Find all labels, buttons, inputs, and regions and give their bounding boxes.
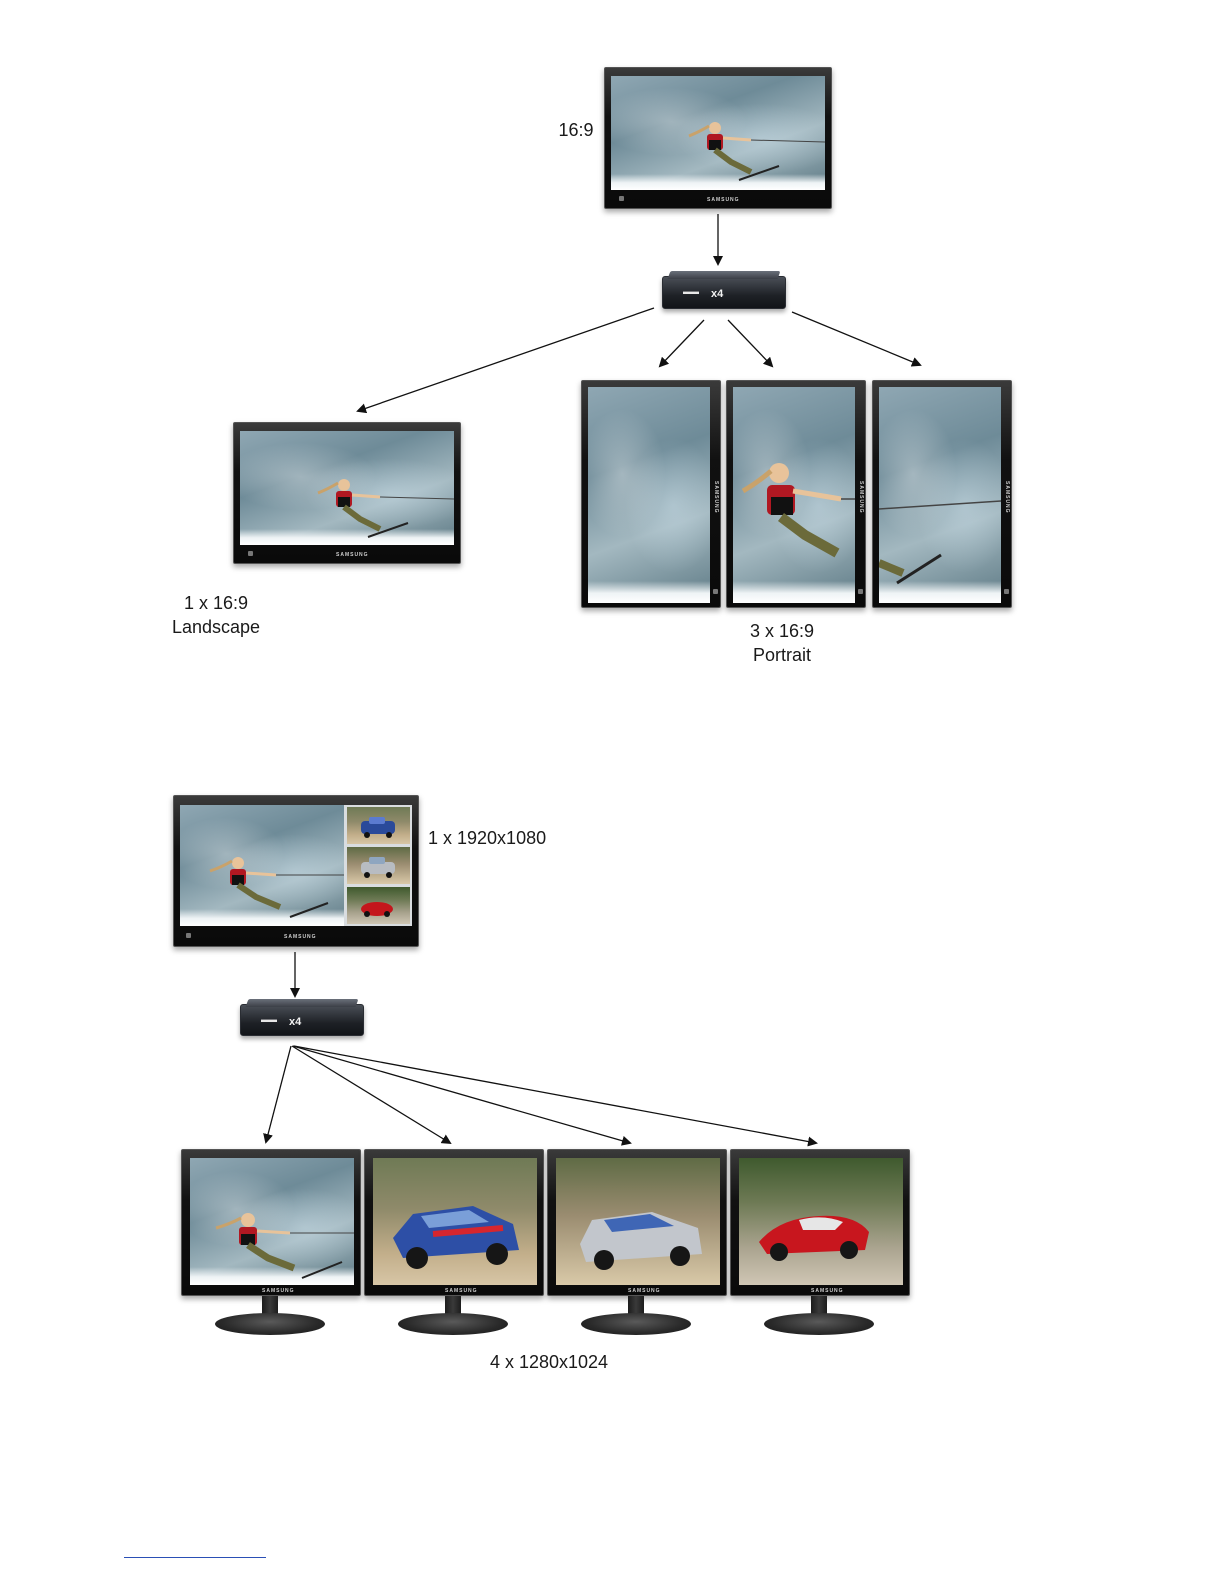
power-button bbox=[248, 551, 253, 556]
rally-thumb-2 bbox=[347, 847, 410, 884]
brand-logo: SAMSUNG bbox=[858, 481, 864, 514]
source-label-top: 16:9 bbox=[548, 118, 604, 142]
output-monitor-1: SAMSUNG bbox=[181, 1149, 361, 1296]
footnote-separator bbox=[124, 1557, 266, 1558]
splitter-lid bbox=[668, 271, 781, 279]
skier-figure bbox=[733, 387, 855, 603]
landscape-output-monitor: SAMSUNG bbox=[233, 422, 461, 564]
source-monitor-bottom: SAMSUNG bbox=[173, 795, 419, 947]
waterski-image bbox=[611, 76, 825, 190]
arrow-to-portrait-1 bbox=[660, 320, 704, 366]
monitor-stand-base bbox=[581, 1313, 691, 1335]
brand-logo: SAMSUNG bbox=[713, 481, 719, 514]
arrow-to-output-3 bbox=[293, 1046, 630, 1143]
power-button bbox=[186, 933, 191, 938]
arrow-to-output-4 bbox=[294, 1046, 816, 1143]
source-monitor-top: SAMSUNG bbox=[604, 67, 832, 209]
brand-logo: SAMSUNG bbox=[336, 552, 369, 558]
splitter-x4-label: x4 bbox=[289, 1016, 301, 1028]
portrait-caption-line1: 3 x 16:9 bbox=[722, 619, 842, 643]
rally-car-silver bbox=[347, 847, 410, 884]
rally-image-blue-car bbox=[373, 1158, 537, 1285]
monitor-stand-base bbox=[398, 1313, 508, 1335]
arrow-to-portrait-3 bbox=[792, 312, 920, 365]
skier-figure bbox=[190, 1158, 354, 1285]
skier-figure bbox=[611, 76, 825, 190]
splitter-lid bbox=[246, 999, 359, 1007]
landscape-caption-line2: Landscape bbox=[156, 615, 276, 639]
brand-logo: SAMSUNG bbox=[284, 934, 317, 940]
waterski-image bbox=[190, 1158, 354, 1285]
brand-logo: SAMSUNG bbox=[707, 197, 740, 203]
portrait-caption-line2: Portrait bbox=[722, 643, 842, 667]
rally-car-blue bbox=[373, 1158, 537, 1285]
rally-car-red bbox=[347, 887, 410, 924]
rally-thumb-1 bbox=[347, 807, 410, 844]
arrow-to-output-1 bbox=[266, 1046, 291, 1142]
rally-image-red-car bbox=[739, 1158, 903, 1285]
splitter-x4-label: x4 bbox=[711, 288, 723, 300]
portrait-output-monitor-3: SAMSUNG bbox=[872, 380, 1012, 608]
power-button bbox=[858, 589, 863, 594]
output-monitor-4: SAMSUNG bbox=[730, 1149, 910, 1296]
output-label-bottom: 4 x 1280x1024 bbox=[474, 1350, 624, 1374]
skis-figure bbox=[879, 387, 1001, 603]
waterski-image-left-part bbox=[588, 387, 710, 603]
rally-car-silver bbox=[556, 1158, 720, 1285]
splitter-device-top: ▬▬ x4 bbox=[662, 276, 786, 309]
landscape-caption-line1: 1 x 16:9 bbox=[156, 591, 276, 615]
rally-car-blue bbox=[347, 807, 410, 844]
waterski-image-right-part bbox=[879, 387, 1001, 603]
splitter-logo: ▬▬ bbox=[261, 1015, 277, 1024]
rally-thumb-3 bbox=[347, 887, 410, 924]
waterski-image bbox=[180, 805, 344, 926]
power-button bbox=[619, 196, 624, 201]
brand-logo: SAMSUNG bbox=[811, 1288, 844, 1294]
source-label-bottom: 1 x 1920x1080 bbox=[428, 826, 552, 850]
output-monitor-2: SAMSUNG bbox=[364, 1149, 544, 1296]
splitter-logo: ▬▬ bbox=[683, 287, 699, 296]
bottom-arrows bbox=[0, 940, 1224, 1160]
power-button bbox=[1004, 589, 1009, 594]
power-button bbox=[713, 589, 718, 594]
wave-foam bbox=[588, 581, 710, 603]
arrow-to-portrait-2 bbox=[728, 320, 772, 366]
brand-logo: SAMSUNG bbox=[262, 1288, 295, 1294]
rally-image-silver-car bbox=[556, 1158, 720, 1285]
monitor-stand-base bbox=[215, 1313, 325, 1335]
brand-logo: SAMSUNG bbox=[1004, 481, 1010, 514]
brand-logo: SAMSUNG bbox=[445, 1288, 478, 1294]
splitter-device-bottom: ▬▬ x4 bbox=[240, 1004, 364, 1036]
skier-figure bbox=[180, 805, 344, 926]
composite-screen bbox=[180, 805, 412, 926]
output-monitor-3: SAMSUNG bbox=[547, 1149, 727, 1296]
brand-logo: SAMSUNG bbox=[628, 1288, 661, 1294]
portrait-output-monitor-1: SAMSUNG bbox=[581, 380, 721, 608]
waterski-image-center-part bbox=[733, 387, 855, 603]
monitor-stand-base bbox=[764, 1313, 874, 1335]
skier-figure bbox=[240, 431, 454, 545]
rally-car-red bbox=[739, 1158, 903, 1285]
portrait-output-monitor-2: SAMSUNG bbox=[726, 380, 866, 608]
waterski-image bbox=[240, 431, 454, 545]
